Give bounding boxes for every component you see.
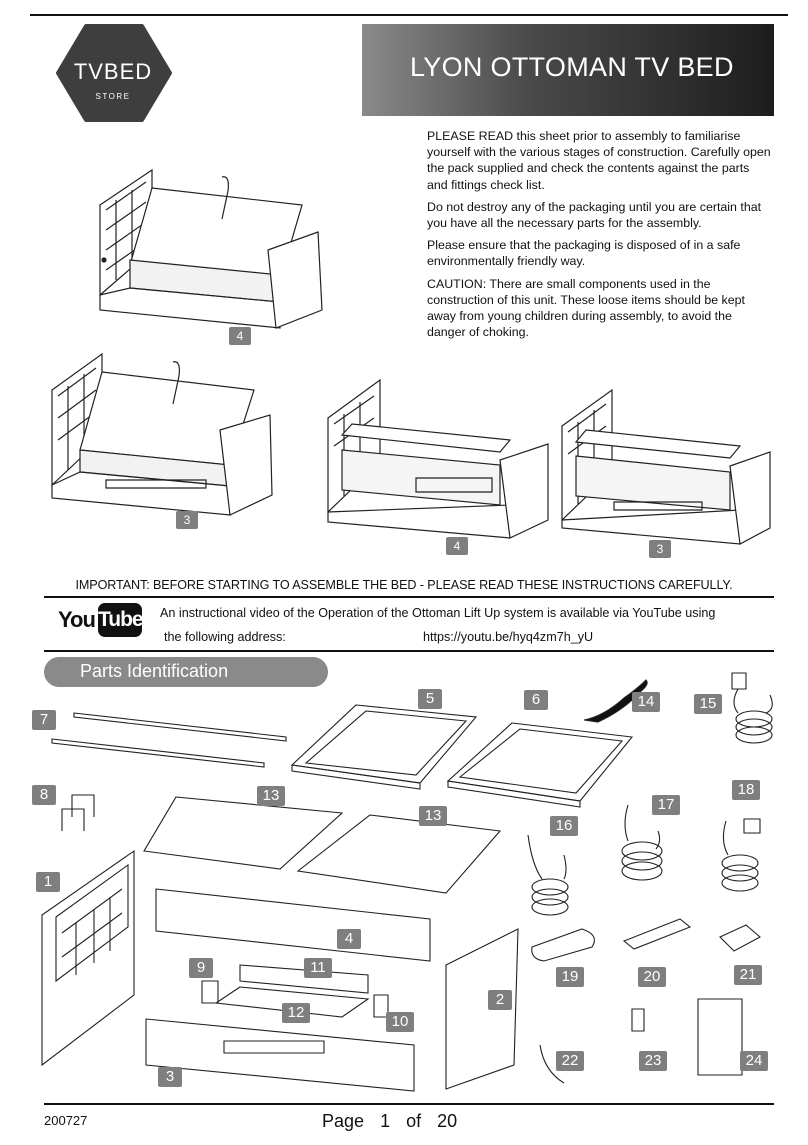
youtube-line-2: the following address:	[164, 630, 286, 644]
part-badge-20: 20	[638, 967, 666, 987]
title-bar: LYON OTTOMAN TV BED	[362, 24, 774, 116]
part-badge-17: 17	[652, 795, 680, 815]
bed-middle-center-badge: 4	[446, 537, 468, 555]
part-3-rail-drawing	[146, 1019, 414, 1091]
top-rule-left-tick	[30, 14, 44, 16]
part-badge-5: 5	[418, 689, 442, 709]
part-13-board-right-drawing	[298, 815, 500, 893]
youtube-logo-you: You	[58, 607, 96, 632]
part-badge-16: 16	[550, 816, 578, 836]
footer-of-label: of	[406, 1111, 422, 1131]
important-notice: IMPORTANT: BEFORE STARTING TO ASSEMBLE T…	[75, 578, 733, 592]
bed-illustrations	[40, 160, 780, 555]
part-badge-21: 21	[734, 965, 762, 985]
footer-page-total: 20	[437, 1111, 458, 1131]
part-16-cable-drawing	[528, 835, 568, 915]
page-title: LYON OTTOMAN TV BED	[410, 52, 734, 82]
part-badge-9: 9	[189, 958, 213, 978]
part-19-remote-drawing	[532, 929, 595, 961]
parts-heading-pill: Parts Identification	[44, 657, 328, 687]
part-badge-24: 24	[740, 1051, 768, 1071]
bed-middle-left-badge: 3	[176, 511, 198, 529]
intro-paragraph-2: Do not destroy any of the packaging unti…	[427, 199, 762, 231]
part-17-cable-drawing	[622, 805, 662, 880]
part-badge-13-right: 13	[419, 806, 447, 826]
part-badge-22: 22	[556, 1051, 584, 1071]
part-badge-6: 6	[524, 690, 548, 710]
footer-code: 200727	[44, 1113, 88, 1128]
logo-sub: STORE	[95, 92, 131, 101]
part-12-board-drawing	[216, 987, 368, 1017]
part-badge-11: 11	[304, 958, 332, 978]
logo-brand: TVBED	[73, 59, 153, 84]
parts-heading: Parts Identification	[80, 661, 229, 681]
part-badge-8: 8	[32, 785, 56, 805]
part-7-rails-drawing	[52, 713, 286, 767]
youtube-url[interactable]: https://youtu.be/hyq4zm7h_yU	[423, 630, 594, 644]
youtube-logo: You Tube	[58, 603, 144, 637]
part-13-board-left-drawing	[144, 797, 342, 869]
part-badge-13-left: 13	[257, 786, 285, 806]
youtube-rule	[44, 650, 774, 652]
footer-page-num: 1	[380, 1111, 391, 1131]
part-badge-3: 3	[158, 1067, 182, 1087]
part-24-organiser-drawing	[698, 999, 742, 1075]
intro-text: PLEASE READ this sheet prior to assembly…	[427, 128, 772, 346]
intro-read-rest: this sheet prior to assembly to familiar…	[427, 129, 771, 192]
bed-middle-right-badge: 3	[649, 540, 671, 558]
part-6-panel-drawing	[448, 723, 632, 807]
part-badge-4: 4	[337, 929, 361, 949]
tvbed-logo: TVBED STORE	[56, 24, 172, 122]
part-badge-14: 14	[632, 692, 660, 712]
footer-page-label: Page	[322, 1111, 365, 1131]
bed-middle-center-illustration	[328, 380, 548, 538]
part-9-bracket-drawing	[202, 981, 218, 1003]
footer-page-number: Page 1 of 20	[322, 1111, 457, 1132]
part-10-bracket-drawing	[374, 995, 388, 1017]
part-14-strap-drawing	[584, 680, 647, 722]
bed-middle-left-illustration	[52, 354, 272, 515]
part-22-cable-drawing	[540, 1045, 564, 1083]
bed-middle-right-illustration	[562, 390, 770, 544]
bed-top-badge: 4	[229, 327, 251, 345]
footer-rule	[44, 1103, 774, 1105]
part-1-headboard-drawing	[42, 851, 134, 1065]
part-badge-7: 7	[32, 710, 56, 730]
part-20-remote-drawing	[624, 919, 690, 949]
part-21-clip-drawing	[720, 925, 760, 951]
intro-paragraph-4: CAUTION: There are small components used…	[427, 276, 745, 340]
part-badge-15: 15	[694, 694, 722, 714]
youtube-line-1: An instructional video of the Operation …	[160, 606, 716, 620]
part-badge-10: 10	[386, 1012, 414, 1032]
intro-paragraph-1: PLEASE READ this sheet prior to assembly…	[427, 128, 772, 193]
part-18-cable-drawing	[722, 819, 760, 891]
part-badge-12: 12	[282, 1003, 310, 1023]
bed-top-open-illustration	[100, 170, 322, 328]
part-badge-2: 2	[488, 990, 512, 1010]
youtube-logo-tube: Tube	[98, 603, 144, 637]
part-8-bracket-drawing	[62, 795, 94, 831]
part-5-panel-drawing	[292, 705, 476, 789]
top-rule	[44, 14, 774, 16]
part-badge-19: 19	[556, 967, 584, 987]
part-23-clip-drawing	[632, 1009, 644, 1031]
top-rule-right-tick	[774, 14, 788, 16]
part-2-side-drawing	[446, 929, 518, 1089]
intro-paragraph-3: Please ensure that the packaging is disp…	[427, 238, 741, 269]
important-rule	[44, 596, 774, 598]
part-badge-23: 23	[639, 1051, 667, 1071]
intro-read-lead: PLEASE READ	[427, 129, 514, 143]
part-badge-1: 1	[36, 872, 60, 892]
part-15-cable-drawing	[732, 673, 772, 743]
part-badge-18: 18	[732, 780, 760, 800]
part-4-rail-drawing	[156, 889, 430, 961]
parts-illustrations	[36, 665, 780, 1095]
